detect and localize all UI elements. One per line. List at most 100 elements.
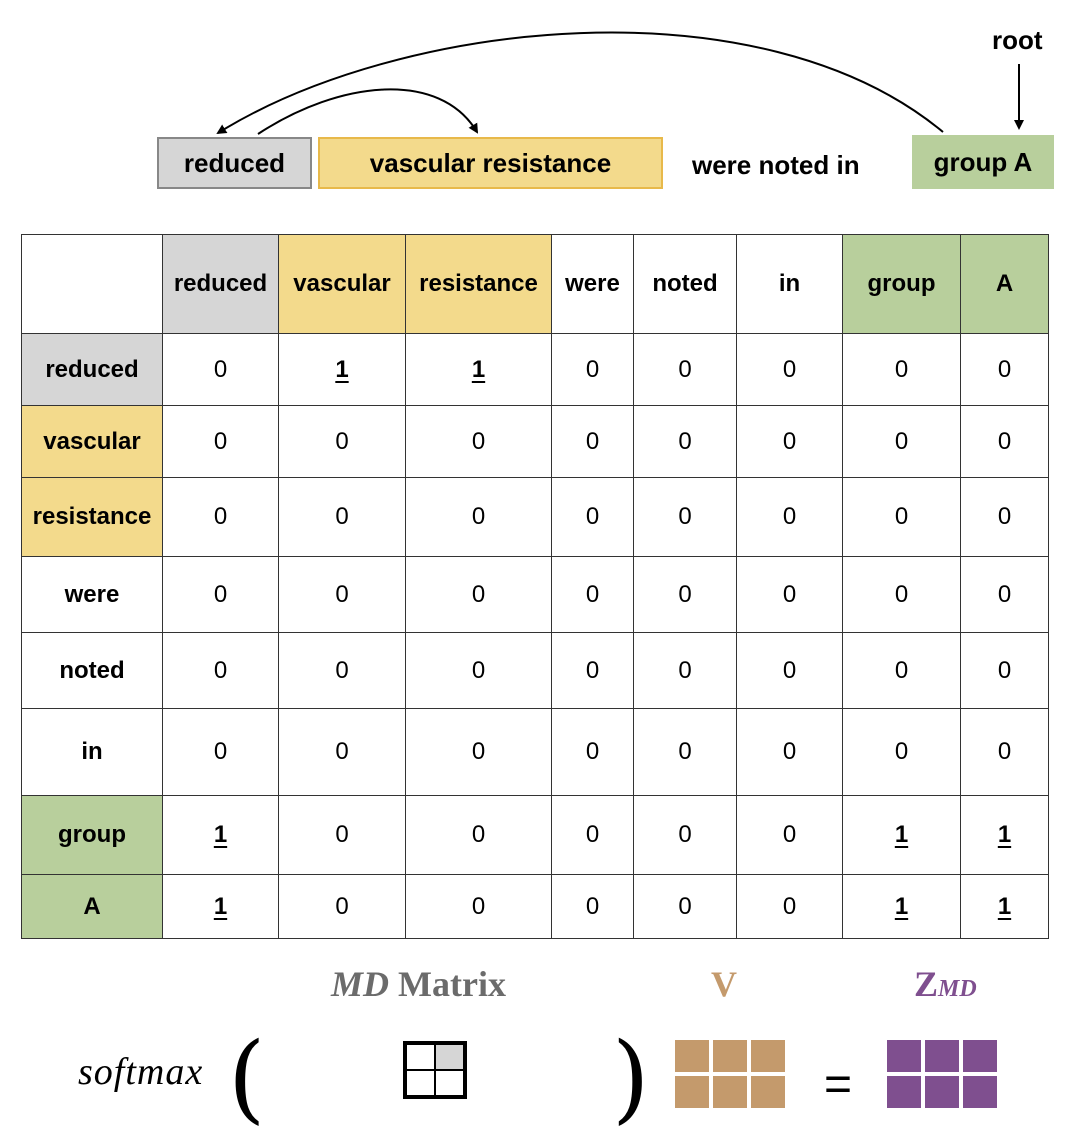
matrix-cell: 0 (633, 708, 737, 796)
matrix-cell: 0 (960, 477, 1049, 557)
column-header: A (960, 234, 1049, 334)
matrix-cell: 0 (162, 477, 279, 557)
matrix-cell: 0 (278, 477, 406, 557)
matrix-cell: 0 (162, 708, 279, 796)
arc-reduced-to-vascular (257, 88, 479, 135)
matrix-cell: 1 (162, 795, 279, 875)
v-cell (675, 1040, 709, 1072)
matrix-cell: 0 (633, 477, 737, 557)
v-cell (713, 1076, 747, 1108)
md-matrix-label: MD Matrix (331, 964, 506, 1004)
v-matrix-icon (675, 1040, 785, 1108)
matrix-cell: 0 (162, 405, 279, 478)
matrix-cell: 0 (162, 556, 279, 633)
matrix-cell: 0 (736, 333, 843, 406)
column-header: were (551, 234, 634, 334)
matrix-cell: 0 (162, 632, 279, 709)
matrix-cell: 0 (960, 405, 1049, 478)
matrix-cell: 0 (736, 477, 843, 557)
v-cell (751, 1076, 785, 1108)
z-cell (963, 1040, 997, 1072)
column-header: noted (633, 234, 737, 334)
close-paren: ) (612, 1022, 650, 1134)
column-header: in (736, 234, 843, 334)
z-cell (925, 1076, 959, 1108)
matrix-cell: 0 (405, 405, 552, 478)
matrix-cell: 0 (633, 556, 737, 633)
matrix-cell: 0 (405, 556, 552, 633)
matrix-cell: 0 (405, 795, 552, 875)
matrix-cell: 0 (405, 874, 552, 939)
matrix-cell: 0 (633, 405, 737, 478)
matrix-cell: 0 (551, 556, 634, 633)
matrix-cell: 0 (842, 405, 961, 478)
md-icon-cell (406, 1070, 435, 1096)
token-were-noted-in: were noted in (692, 150, 860, 180)
column-header: vascular (278, 234, 406, 334)
matrix-cell: 0 (960, 556, 1049, 633)
root-label: root (992, 25, 1043, 55)
matrix-cell: 0 (960, 632, 1049, 709)
z-cell (963, 1076, 997, 1108)
token-reduced: reduced (157, 137, 312, 189)
row-header: A (21, 874, 163, 939)
md-icon-cell (406, 1044, 435, 1070)
matrix-cell: 0 (960, 708, 1049, 796)
matrix-cell: 1 (842, 795, 961, 875)
matrix-cell: 0 (278, 708, 406, 796)
matrix-cell: 0 (842, 477, 961, 557)
v-label: V (711, 964, 737, 1004)
matrix-cell: 0 (842, 556, 961, 633)
v-cell (713, 1040, 747, 1072)
matrix-cell: 0 (736, 874, 843, 939)
column-header: resistance (405, 234, 552, 334)
z-matrix-icon (887, 1040, 997, 1108)
token-group-a: group A (912, 135, 1054, 189)
md-icon-cell (435, 1044, 464, 1070)
md-matrix-icon (403, 1041, 467, 1099)
v-cell (675, 1076, 709, 1108)
matrix-cell: 0 (278, 874, 406, 939)
matrix-cell: 0 (405, 632, 552, 709)
matrix-cell: 0 (736, 405, 843, 478)
matrix-cell: 0 (162, 333, 279, 406)
z-cell (887, 1040, 921, 1072)
matrix-cell: 1 (960, 795, 1049, 875)
column-header: reduced (162, 234, 279, 334)
matrix-cell: 1 (162, 874, 279, 939)
matrix-corner-cell (21, 234, 163, 334)
matrix-cell: 0 (551, 405, 634, 478)
matrix-cell: 0 (278, 795, 406, 875)
matrix-cell: 0 (633, 795, 737, 875)
matrix-cell: 0 (633, 874, 737, 939)
row-header: resistance (21, 477, 163, 557)
matrix-cell: 0 (278, 632, 406, 709)
matrix-cell: 0 (405, 708, 552, 796)
z-cell (887, 1076, 921, 1108)
matrix-cell: 0 (842, 632, 961, 709)
softmax-function: softmax (78, 1051, 204, 1093)
matrix-cell: 0 (551, 795, 634, 875)
open-paren: ( (228, 1022, 266, 1134)
row-header: group (21, 795, 163, 875)
matrix-cell: 1 (278, 333, 406, 406)
matrix-cell: 0 (960, 333, 1049, 406)
matrix-cell: 0 (551, 333, 634, 406)
matrix-cell: 0 (551, 874, 634, 939)
matrix-cell: 0 (551, 477, 634, 557)
matrix-cell: 0 (551, 708, 634, 796)
row-header: were (21, 556, 163, 633)
matrix-cell: 0 (405, 477, 552, 557)
matrix-cell: 0 (633, 632, 737, 709)
md-icon-cell (435, 1070, 464, 1096)
column-header: group (842, 234, 961, 334)
v-cell (751, 1040, 785, 1072)
matrix-cell: 0 (551, 632, 634, 709)
